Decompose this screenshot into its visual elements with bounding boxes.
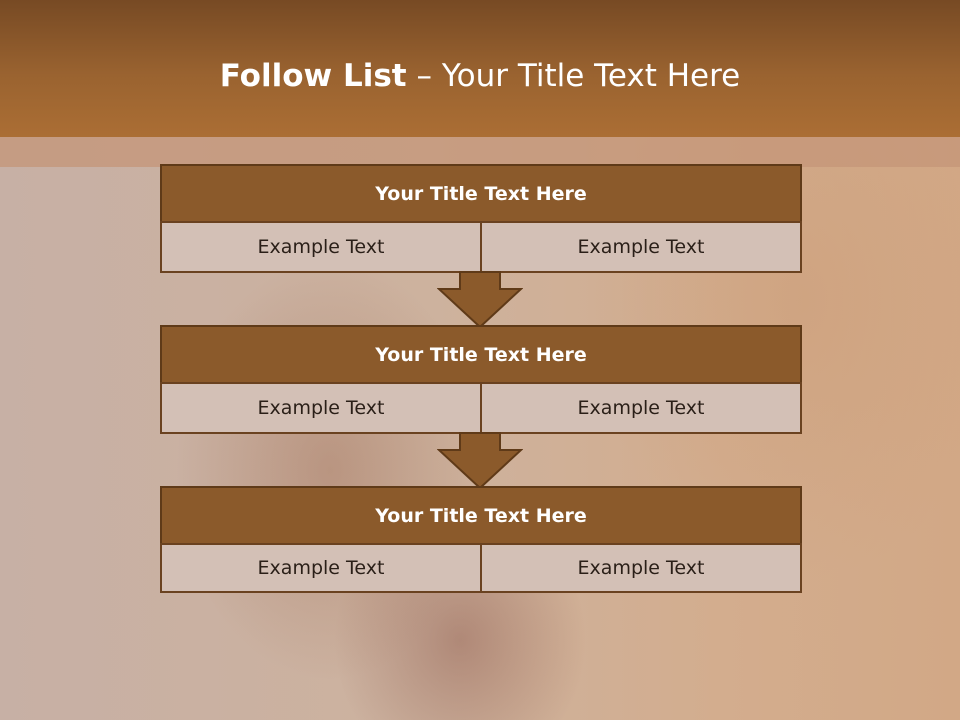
block-title: Your Title Text Here [160, 164, 802, 223]
block-cell-right: Example Text [480, 221, 802, 273]
block-cell-left: Example Text [160, 543, 482, 593]
block-cell-left: Example Text [160, 221, 482, 273]
slide-title-rest: – Your Title Text Here [406, 58, 741, 94]
block-cell-right: Example Text [480, 382, 802, 434]
slide-title: Follow List – Your Title Text Here [0, 54, 960, 98]
block-title: Your Title Text Here [160, 325, 802, 384]
down-arrow-icon [437, 271, 523, 329]
down-arrow-icon [437, 432, 523, 490]
header-band [0, 137, 960, 167]
block-cell-left: Example Text [160, 382, 482, 434]
block-title: Your Title Text Here [160, 486, 802, 545]
block-cell-right: Example Text [480, 543, 802, 593]
slide-title-bold: Follow List [219, 58, 407, 94]
header-bar [0, 0, 960, 137]
